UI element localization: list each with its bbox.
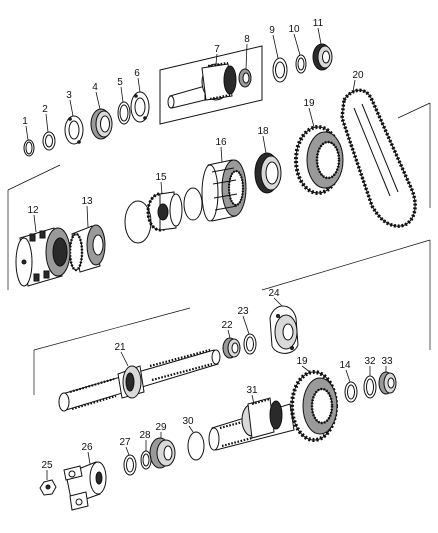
callout-15: 15	[155, 172, 167, 183]
part-14-snap-ring	[344, 381, 358, 403]
callout-19-upper: 19	[303, 98, 315, 109]
part-10-snap-ring	[295, 54, 307, 74]
part-27-seal	[123, 454, 137, 476]
callout-12: 12	[27, 205, 39, 216]
part-16-shift-sleeve	[201, 159, 247, 222]
snap-ring-upper	[183, 187, 203, 221]
part-6-retainer-plate	[130, 91, 150, 123]
callout-21: 21	[114, 342, 126, 353]
callout-5: 5	[117, 77, 123, 88]
callout-32: 32	[364, 356, 376, 367]
part-11-bearing	[312, 43, 333, 71]
callout-11: 11	[313, 18, 324, 29]
part-15-hub-gear	[146, 191, 183, 232]
part-19-upper-sprocket	[294, 125, 344, 195]
callout-26: 26	[81, 442, 93, 453]
callout-24: 24	[268, 288, 280, 299]
part-20-drive-chain	[340, 88, 417, 228]
callout-23: 23	[237, 306, 249, 317]
part-26-output-yoke	[63, 461, 107, 511]
part-5-snap-ring	[117, 101, 131, 125]
part-2-washer	[42, 131, 56, 151]
callout-16: 16	[215, 137, 227, 148]
callout-2: 2	[42, 104, 48, 115]
part-29-bearing	[149, 437, 176, 469]
part-9-washer	[272, 57, 288, 83]
part-8-bearing	[238, 68, 252, 88]
callout-18: 18	[257, 126, 269, 137]
part-30-snap-ring	[187, 431, 205, 461]
part-22-bearing	[222, 337, 241, 359]
callout-8: 8	[244, 34, 250, 45]
callout-4: 4	[92, 82, 98, 93]
callout-25: 25	[41, 460, 53, 471]
callout-28: 28	[139, 430, 151, 441]
part-21-mainshaft	[58, 348, 221, 412]
upper-assembly-frame	[7, 102, 431, 290]
callout-6: 6	[134, 68, 140, 79]
lower-assembly-frame	[33, 239, 431, 395]
callout-27: 27	[119, 437, 131, 448]
part-1-snap-ring	[23, 139, 35, 157]
callout-33: 33	[381, 356, 393, 367]
callout-3: 3	[66, 90, 72, 101]
callout-9: 9	[269, 25, 275, 36]
part-13-clutch-hub	[68, 224, 106, 273]
part-18-synchro-ring	[254, 152, 282, 194]
callout-31: 31	[246, 385, 258, 396]
part-7-8-inset-box	[159, 45, 263, 125]
part-32-retaining-ring	[363, 375, 377, 399]
callout-30: 30	[182, 416, 194, 427]
callout-labels: 1 2 3 4 5 6 7 8 9 10 11 12 13 14 15 16 1…	[22, 18, 393, 471]
part-3-retainer-plate	[64, 115, 84, 145]
callout-19-lower: 19	[296, 356, 308, 367]
callout-13: 13	[81, 196, 93, 207]
callout-29: 29	[155, 422, 167, 433]
part-7-input-gear	[167, 61, 237, 109]
part-4-bearing	[90, 108, 113, 140]
callout-10: 10	[288, 24, 300, 35]
part-23-snap-ring	[243, 333, 257, 355]
part-25-nut	[39, 479, 57, 496]
callout-1: 1	[22, 116, 28, 127]
snap-ring-large	[124, 200, 152, 244]
leader-lines	[25, 27, 387, 480]
callout-20: 20	[352, 70, 364, 81]
callout-22: 22	[221, 320, 233, 331]
part-31-output-shaft	[208, 397, 295, 451]
part-19-lower-sprocket	[290, 370, 338, 442]
callout-14: 14	[339, 360, 351, 371]
part-12-carrier-housing	[15, 227, 71, 287]
callout-7: 7	[214, 44, 220, 55]
part-33-bearing	[378, 371, 397, 395]
part-28-snap-ring	[140, 450, 152, 470]
part-24-pump-plate	[269, 305, 299, 354]
